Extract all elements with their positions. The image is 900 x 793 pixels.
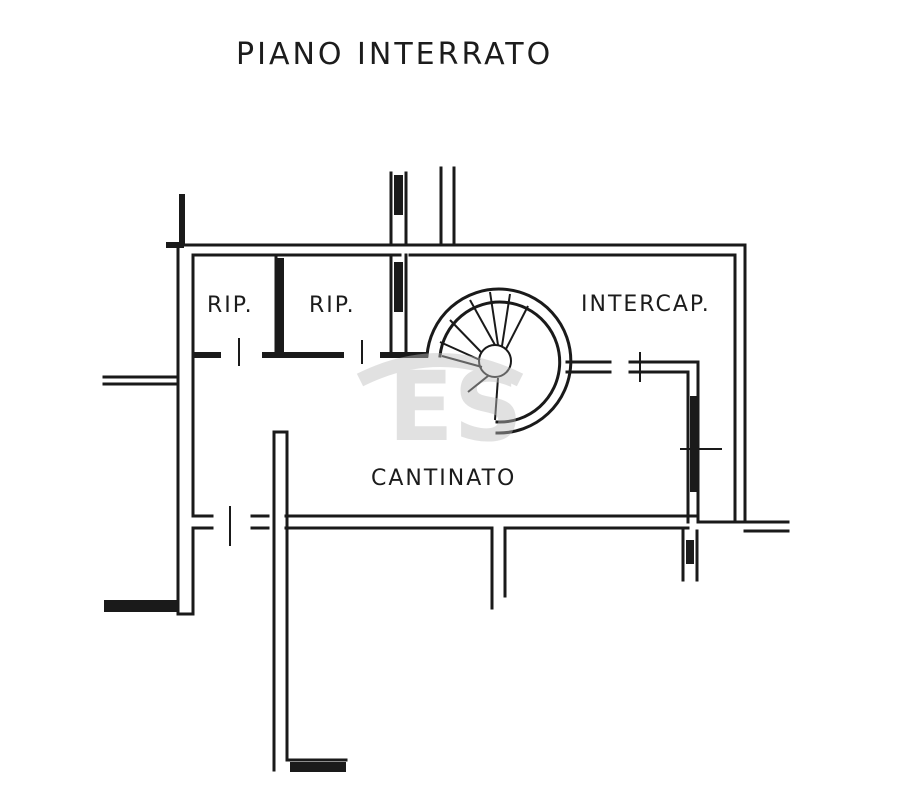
- cellar-bottom-walls: [191, 506, 747, 546]
- room-label-cavity: INTERCAP.: [581, 292, 711, 317]
- exterior-walls: [102, 166, 790, 612]
- cavity-partition: [628, 352, 722, 524]
- corridor-walls: [272, 430, 699, 772]
- storage-partitions: [193, 253, 428, 366]
- watermark-logo: ES: [356, 351, 524, 463]
- outer-walls: [176, 243, 747, 616]
- room-label-storage-1: RIP.: [207, 293, 254, 318]
- spiral-staircase: [425, 287, 612, 435]
- room-label-storage-2: RIP.: [309, 293, 356, 318]
- plan-title: PIANO INTERRATO: [236, 37, 553, 72]
- svg-text:ES: ES: [388, 351, 523, 463]
- room-label-cellar: CANTINATO: [371, 466, 516, 491]
